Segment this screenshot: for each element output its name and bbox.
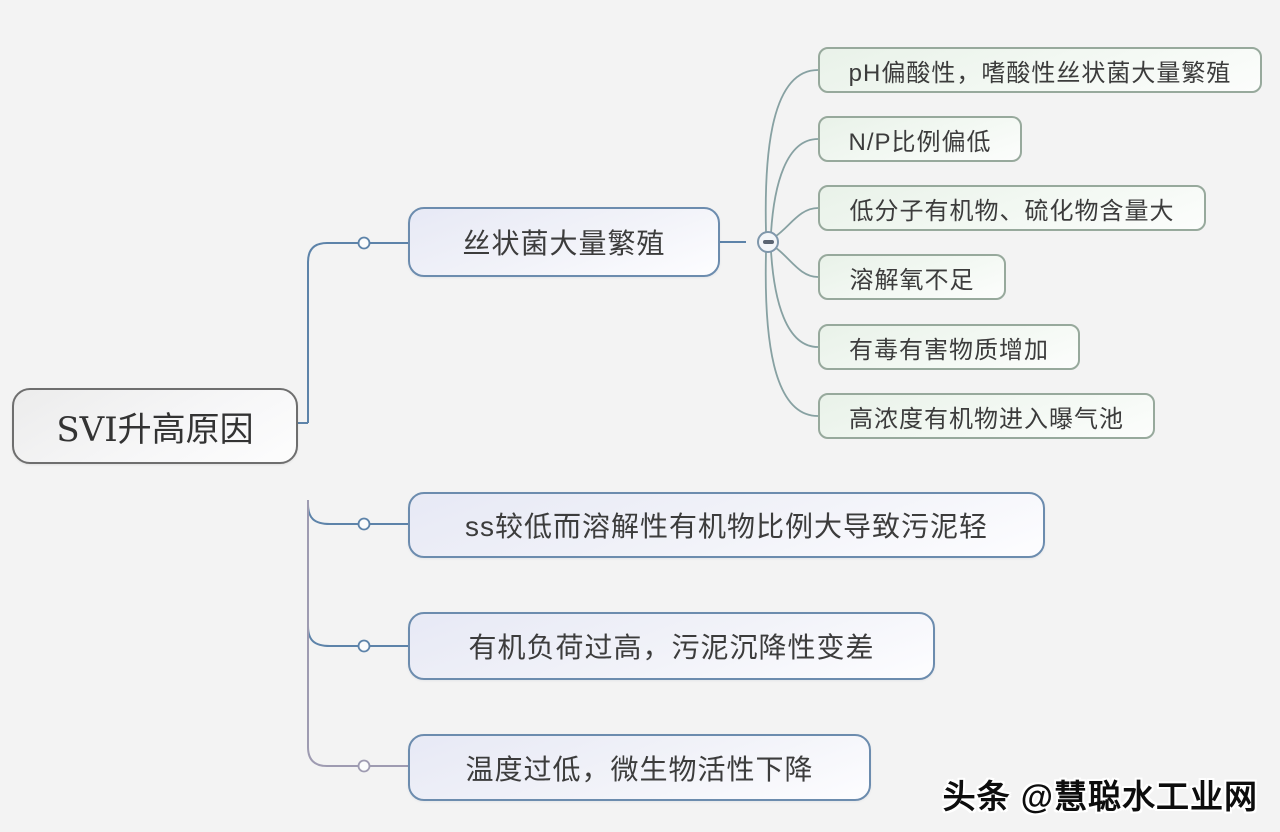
left-connector-branch4 (307, 500, 408, 767)
sub-insufficient-dissolved-oxygen[interactable]: 溶解氧不足 (818, 254, 1006, 300)
sub-ph-acidic-filamentous[interactable]: pH偏酸性，嗜酸性丝状菌大量繁殖 (818, 47, 1262, 93)
branch-filamentous-bacteria[interactable]: 丝状菌大量繁殖 (408, 207, 720, 277)
sub-low-molecular-organics-sulfide[interactable]: 低分子有机物、硫化物含量大 (818, 185, 1206, 231)
branch-low-temperature[interactable]: 温度过低，微生物活性下降 (408, 734, 871, 801)
branch-high-organic-load[interactable]: 有机负荷过高，污泥沉降性变差 (408, 612, 935, 680)
watermark-toutiao-huicong: 头条 @慧聪水工业网 (942, 778, 1258, 815)
root-node-svi-increase-reasons[interactable]: SVI升高原因 (12, 388, 298, 464)
minus-icon (762, 240, 774, 244)
left-connectors (298, 242, 408, 647)
branch-low-ss-light-sludge[interactable]: ss较低而溶解性有机物比例大导致污泥轻 (408, 492, 1045, 558)
sub-toxic-harmful-substances[interactable]: 有毒有害物质增加 (818, 324, 1080, 370)
collapse-toggle-button[interactable] (757, 231, 779, 253)
sub-high-concentration-organics-aeration[interactable]: 高浓度有机物进入曝气池 (818, 393, 1155, 439)
junction-dots (357, 236, 371, 773)
right-connectors (720, 69, 819, 417)
sub-np-ratio-low[interactable]: N/P比例偏低 (818, 116, 1022, 162)
